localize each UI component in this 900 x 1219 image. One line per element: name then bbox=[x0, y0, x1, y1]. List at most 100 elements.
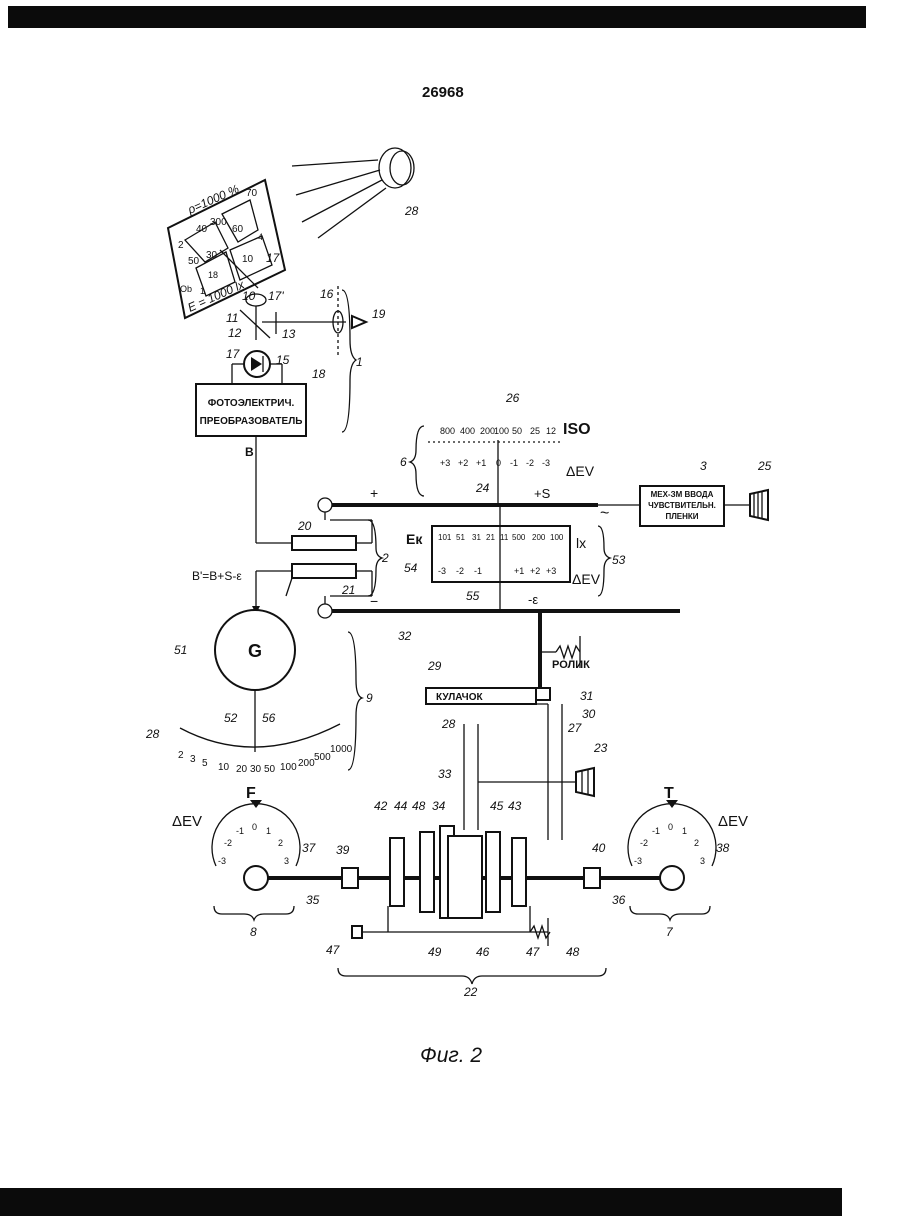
zone-300: 300 bbox=[210, 217, 227, 228]
ek-label: Eк bbox=[406, 531, 423, 547]
lx-p1: +1 bbox=[514, 566, 524, 576]
ref-25: 25 bbox=[757, 459, 772, 473]
ref-11: 11 bbox=[226, 311, 238, 325]
ref-17: 17 bbox=[226, 347, 241, 361]
dial-t-m1: -1 bbox=[652, 826, 660, 836]
lx-31: 31 bbox=[472, 533, 481, 542]
galvanometer: G 2 3 5 10 20 30 50 100 200 500 1000 51 … bbox=[145, 610, 373, 775]
formula: B'=B+S-ε bbox=[192, 569, 242, 583]
converter-line2: ПРЕОБРАЗОВАТЕЛЬ bbox=[200, 416, 303, 427]
ref-38: 38 bbox=[716, 841, 730, 855]
roller-label: РОЛИК bbox=[552, 659, 590, 671]
lx-51: 51 bbox=[456, 533, 465, 542]
gs-50: 50 bbox=[264, 764, 276, 775]
film-box: МЕХ-ЗМ ВВОДА ЧУВСТВИТЕЛЬН. ПЛЕНКИ 3 25 bbox=[640, 459, 772, 526]
shaft-minus-eps: − -ε 32 bbox=[318, 592, 680, 643]
ref-46: 47 bbox=[326, 943, 341, 957]
ref-42: 43 bbox=[508, 799, 522, 813]
ref-51: 51 bbox=[174, 643, 187, 657]
ref-39: 39 bbox=[336, 843, 350, 857]
ref-15: 17 bbox=[266, 251, 281, 265]
gs-20: 20 bbox=[236, 764, 248, 775]
ref-40: 40 bbox=[592, 841, 606, 855]
dial-f-m1: -1 bbox=[236, 826, 244, 836]
lux-scale: 101 51 31 21 11 500 200 100 lx -3 -2 -1 … bbox=[404, 505, 626, 611]
ref-57: 56 bbox=[262, 711, 276, 725]
lx-101: 101 bbox=[438, 533, 452, 542]
zone-4: 4 bbox=[258, 232, 263, 242]
dial-f-0: 0 bbox=[252, 822, 257, 832]
lx-m3: -3 bbox=[438, 566, 446, 576]
dial-f-3: 3 bbox=[284, 856, 289, 866]
ref-43: 44 bbox=[394, 799, 408, 813]
ref-22: 22 bbox=[463, 985, 478, 999]
zone-ob: Ob bbox=[180, 284, 192, 294]
ref-44: 45 bbox=[490, 799, 504, 813]
lx-m2: -2 bbox=[456, 566, 464, 576]
ref-41: 42 bbox=[374, 799, 388, 813]
dial-f: F ΔEV -3 -2 -1 0 1 2 3 37 8 bbox=[172, 785, 317, 939]
iso-50: 50 bbox=[512, 426, 522, 436]
dial-f-m2: -2 bbox=[224, 838, 232, 848]
ref-8: 8 bbox=[250, 925, 257, 939]
photodiode: 17 15 bbox=[226, 347, 290, 384]
ref-35: 35 bbox=[306, 893, 320, 907]
gs-10: 10 bbox=[218, 762, 230, 773]
gs-3: 3 bbox=[190, 754, 196, 765]
galvanometer-g: G bbox=[248, 641, 262, 661]
dial-t-letter: T bbox=[664, 785, 674, 802]
dial-t: T ΔEV -3 -2 -1 0 1 2 3 38 7 bbox=[628, 785, 748, 939]
dial-f-2: 2 bbox=[278, 838, 283, 848]
dial-f-1: 1 bbox=[266, 826, 271, 836]
ref-26: 26 bbox=[505, 391, 520, 405]
iso-400: 400 bbox=[460, 426, 475, 436]
iso-title: ISO bbox=[563, 421, 591, 438]
ref-24: 24 bbox=[475, 481, 490, 495]
lx-200: 200 bbox=[532, 533, 546, 542]
plus-s: +S bbox=[534, 486, 551, 501]
lx-dev: ΔEV bbox=[572, 571, 601, 587]
zone-30: 30 bbox=[206, 250, 218, 261]
dial-t-m2: -2 bbox=[640, 838, 648, 848]
iso-p3: +3 bbox=[440, 458, 450, 468]
zone-50: 50 bbox=[188, 256, 200, 267]
ref-30: 30 bbox=[582, 707, 596, 721]
lx-m1: -1 bbox=[474, 566, 482, 576]
minus-sign: − bbox=[370, 593, 378, 609]
ref-18: 18 bbox=[312, 367, 326, 381]
ref-49: 48 bbox=[412, 799, 426, 813]
zone-18: 18 bbox=[208, 270, 218, 280]
ref-33: 33 bbox=[438, 767, 452, 781]
light-source-56: 28 bbox=[292, 148, 419, 238]
ref-34: 34 bbox=[432, 799, 446, 813]
dial-f-letter: F bbox=[246, 785, 256, 802]
gs-100: 100 bbox=[280, 762, 297, 773]
optics: 10 17' 16 19 11 12 13 bbox=[226, 286, 386, 358]
gs-30: 30 bbox=[250, 764, 262, 775]
ref-32: 32 bbox=[398, 629, 412, 643]
film-line1: МЕХ-ЗМ ВВОДА bbox=[651, 490, 714, 499]
ref-10: 10 bbox=[242, 289, 256, 303]
ref-28: 28 bbox=[441, 717, 456, 731]
ref-13: 13 bbox=[282, 327, 296, 341]
dial-f-dev: ΔEV bbox=[172, 813, 202, 830]
ref-27: 27 bbox=[567, 721, 583, 735]
ref-23: 23 bbox=[593, 741, 608, 755]
ref-53: 53 bbox=[612, 553, 626, 567]
zone-40: 40 bbox=[196, 224, 208, 235]
zone-2: 2 bbox=[178, 240, 184, 251]
iso-dev: ΔEV bbox=[566, 463, 595, 479]
iso-25: 25 bbox=[530, 426, 540, 436]
iso-200: 200 bbox=[480, 426, 495, 436]
ref-28-left: 28 bbox=[145, 727, 160, 741]
ref-7: 7 bbox=[666, 925, 674, 939]
ref-6: 6 bbox=[400, 455, 407, 469]
signal-b: B bbox=[245, 445, 254, 459]
ref-17p: 17' bbox=[268, 289, 284, 303]
iso-12: 12 bbox=[546, 426, 556, 436]
zone-1: 1 bbox=[200, 286, 205, 296]
ref-16: 15 bbox=[276, 353, 290, 367]
lx-p2: +2 bbox=[530, 566, 540, 576]
converter-line1: ФОТОЭЛЕКТРИЧ. bbox=[208, 398, 295, 409]
iso-800: 800 bbox=[440, 426, 455, 436]
